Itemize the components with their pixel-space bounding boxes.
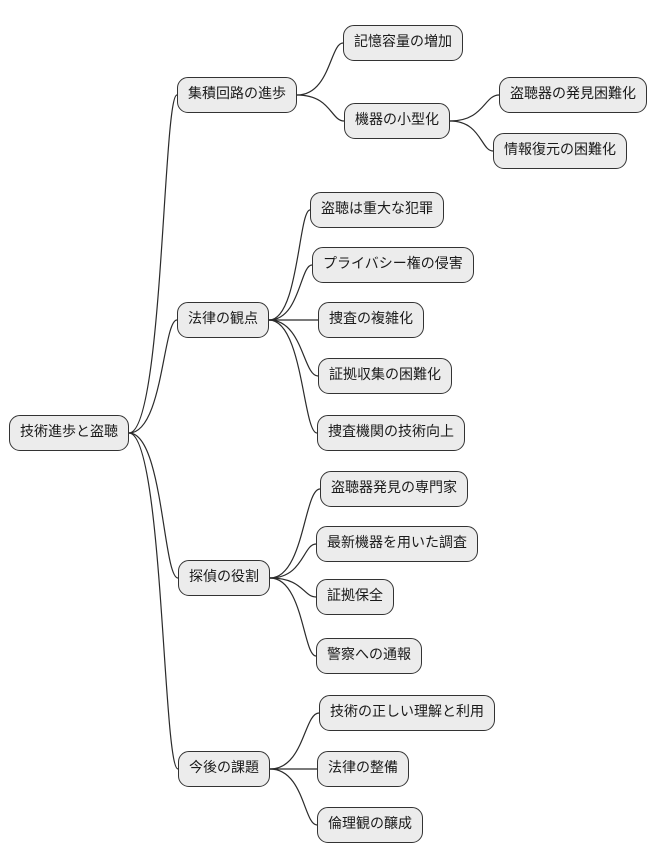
mindmap-node: 捜査の複雑化	[318, 302, 424, 338]
mindmap-node: 倫理観の醸成	[317, 807, 423, 843]
mindmap-node-root: 技術進歩と盗聴	[9, 415, 129, 451]
mindmap-node: 盗聴器発見の専門家	[320, 471, 468, 507]
mindmap-node: 記憶容量の増加	[343, 25, 463, 61]
mindmap-node: 法律の観点	[177, 302, 269, 338]
mindmap-node: 機器の小型化	[344, 103, 450, 139]
mindmap-node: 情報復元の困難化	[493, 133, 627, 169]
mindmap-node: 捜査機関の技術向上	[317, 415, 465, 451]
mindmap-node: 盗聴器の発見困難化	[499, 77, 647, 113]
mindmap-node: 集積回路の進歩	[177, 77, 297, 113]
mindmap-node: 今後の課題	[178, 751, 270, 787]
mindmap-node: 法律の整備	[317, 751, 409, 787]
mindmap-node: 技術の正しい理解と利用	[319, 695, 495, 731]
mindmap-node: 最新機器を用いた調査	[316, 526, 478, 562]
mindmap-node: 盗聴は重大な犯罪	[310, 192, 444, 228]
mindmap-node: 証拠保全	[316, 579, 394, 615]
mindmap-node: 探偵の役割	[178, 560, 270, 596]
mindmap-node: 証拠収集の困難化	[318, 358, 452, 394]
mindmap-node: 警察への通報	[316, 638, 422, 674]
mindmap-node: プライバシー権の侵害	[312, 247, 474, 283]
